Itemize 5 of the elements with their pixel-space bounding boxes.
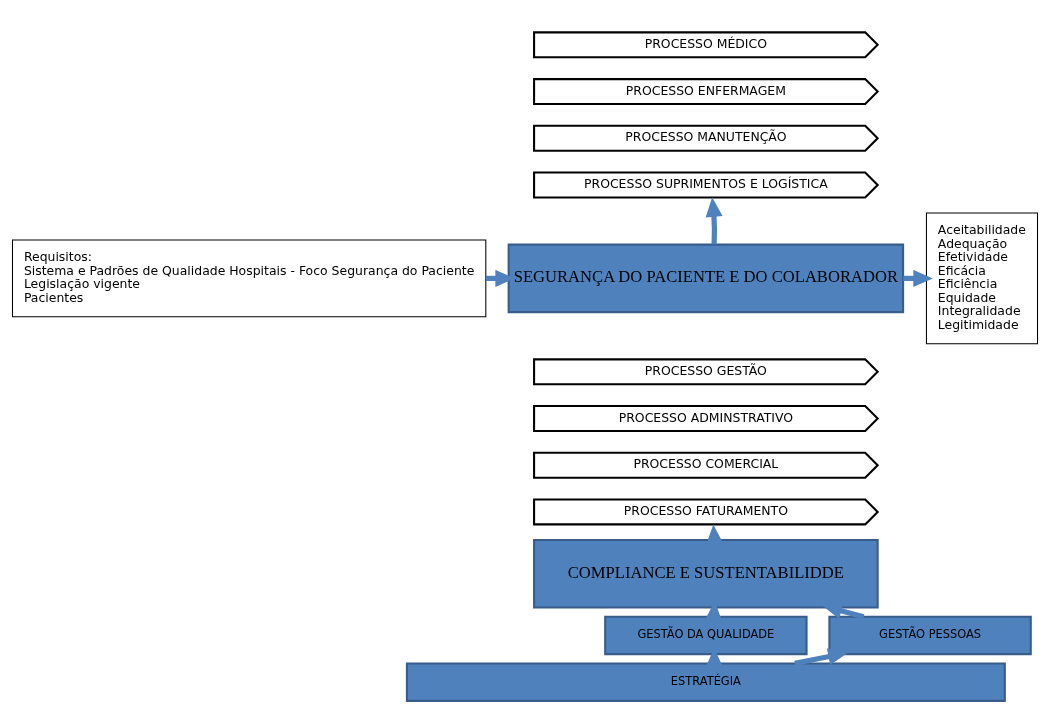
node-box: GESTÃO PESSOAS — [828, 615, 1032, 656]
arrow — [705, 197, 723, 245]
node-box: Aceitabilidade Adequação Efetividade Eficácia Eficiência Equidade Integralidade Legitimidade — [925, 212, 1039, 345]
node-box: SEGURANÇA DO PACIENTE E DO COLABORADOR — [507, 243, 905, 314]
node-box: Requisitos: Sistema e Padrões de Qualidade Hospitais - Foco Segurança do Paciente Legislação vigente Pacientes — [11, 239, 487, 318]
